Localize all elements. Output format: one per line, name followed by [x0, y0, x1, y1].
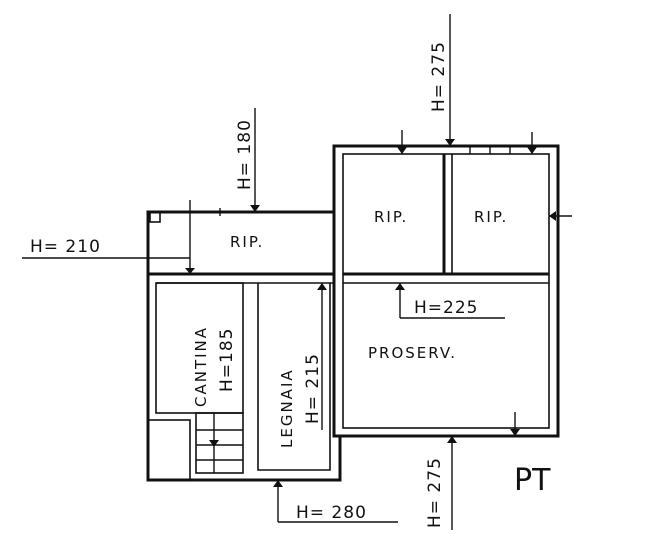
walls — [146, 144, 560, 482]
legnaia-wall — [257, 283, 331, 471]
room-label-cantina: CANTINA — [192, 326, 210, 407]
stairs — [147, 412, 244, 481]
height-label-280: H= 280 — [296, 503, 367, 523]
height-label-225: H=225 — [414, 298, 478, 318]
room-label-legnaia: LEGNAIA — [278, 368, 296, 448]
height-label-210: H= 210 — [30, 237, 101, 257]
room-label-rip-left: RIP. — [230, 233, 264, 251]
height-label-180: H= 180 — [235, 119, 255, 190]
floor-label: PT — [514, 463, 551, 498]
height-label-215: H= 215 — [303, 353, 323, 424]
height-label-275-bottom: H= 275 — [425, 457, 445, 528]
left-wing-wall — [146, 210, 342, 482]
room-label-rip-center: RIP. — [374, 208, 408, 226]
dimension-lines — [22, 14, 572, 530]
right-block-inner-wall — [342, 153, 550, 429]
room-label-rip-right: RIP. — [474, 208, 508, 226]
height-label-185: H=185 — [217, 328, 237, 392]
room-label-proserv: PROSERV. — [368, 344, 457, 362]
right-block-wall — [332, 144, 560, 438]
height-label-275-top: H= 275 — [429, 41, 449, 112]
